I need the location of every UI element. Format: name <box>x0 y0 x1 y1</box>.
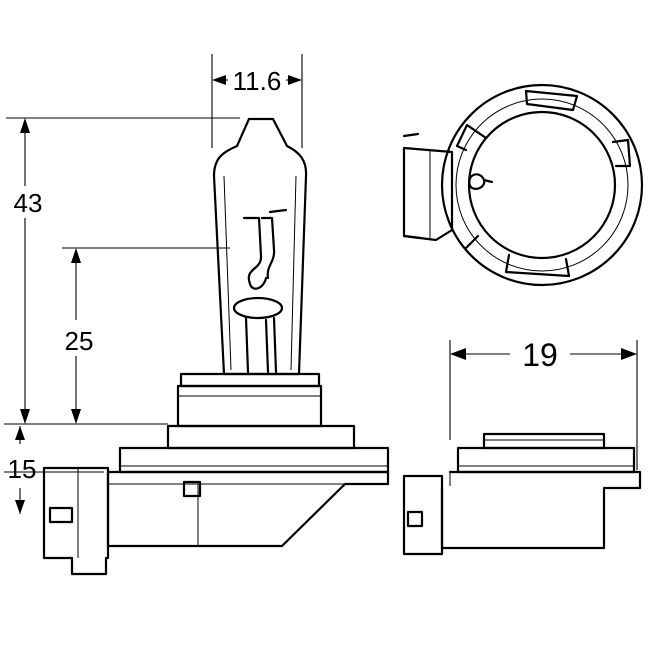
front-view-bulb <box>42 117 390 576</box>
side-top-cap <box>482 432 606 450</box>
housing-notch <box>182 480 202 498</box>
glass-inner-right <box>290 175 297 371</box>
dim-label-filament-height: 25 <box>65 326 94 356</box>
connector <box>42 466 110 576</box>
side-body <box>440 470 642 550</box>
side-flange <box>456 446 636 474</box>
glass-inner-left <box>223 175 232 371</box>
lug-lower-left <box>464 234 480 250</box>
side-latch <box>406 510 424 528</box>
glass-capsule <box>212 117 308 376</box>
top-view-socket <box>402 83 644 287</box>
dim-label-base-width: 19 <box>522 337 558 373</box>
dimension-25: 25 <box>62 247 230 424</box>
outer-ring <box>440 83 644 287</box>
lug-left <box>455 123 488 152</box>
dimension-15: 15 <box>4 426 104 514</box>
lug-top <box>524 89 579 112</box>
inner-ring <box>467 110 617 260</box>
socket-tier-3 <box>166 424 356 450</box>
dim-label-width-top: 11.6 <box>233 66 282 96</box>
dim-label-base-height: 15 <box>8 454 37 484</box>
dimension-11-6: 11.6 <box>211 54 303 148</box>
dimension-43: 43 <box>4 117 240 425</box>
flange <box>118 446 390 474</box>
socket-tier-2 <box>176 384 323 428</box>
socket-tier-1 <box>179 372 321 388</box>
base-housing <box>106 470 390 548</box>
filament <box>232 208 288 374</box>
lug-right <box>611 138 632 168</box>
connector-latch <box>48 506 74 524</box>
side-view-socket <box>402 432 642 556</box>
filament-hint <box>468 173 494 190</box>
dimension-19: 19 <box>449 337 638 470</box>
dim-label-total-height: 43 <box>14 188 43 218</box>
lug-bottom <box>504 253 571 278</box>
